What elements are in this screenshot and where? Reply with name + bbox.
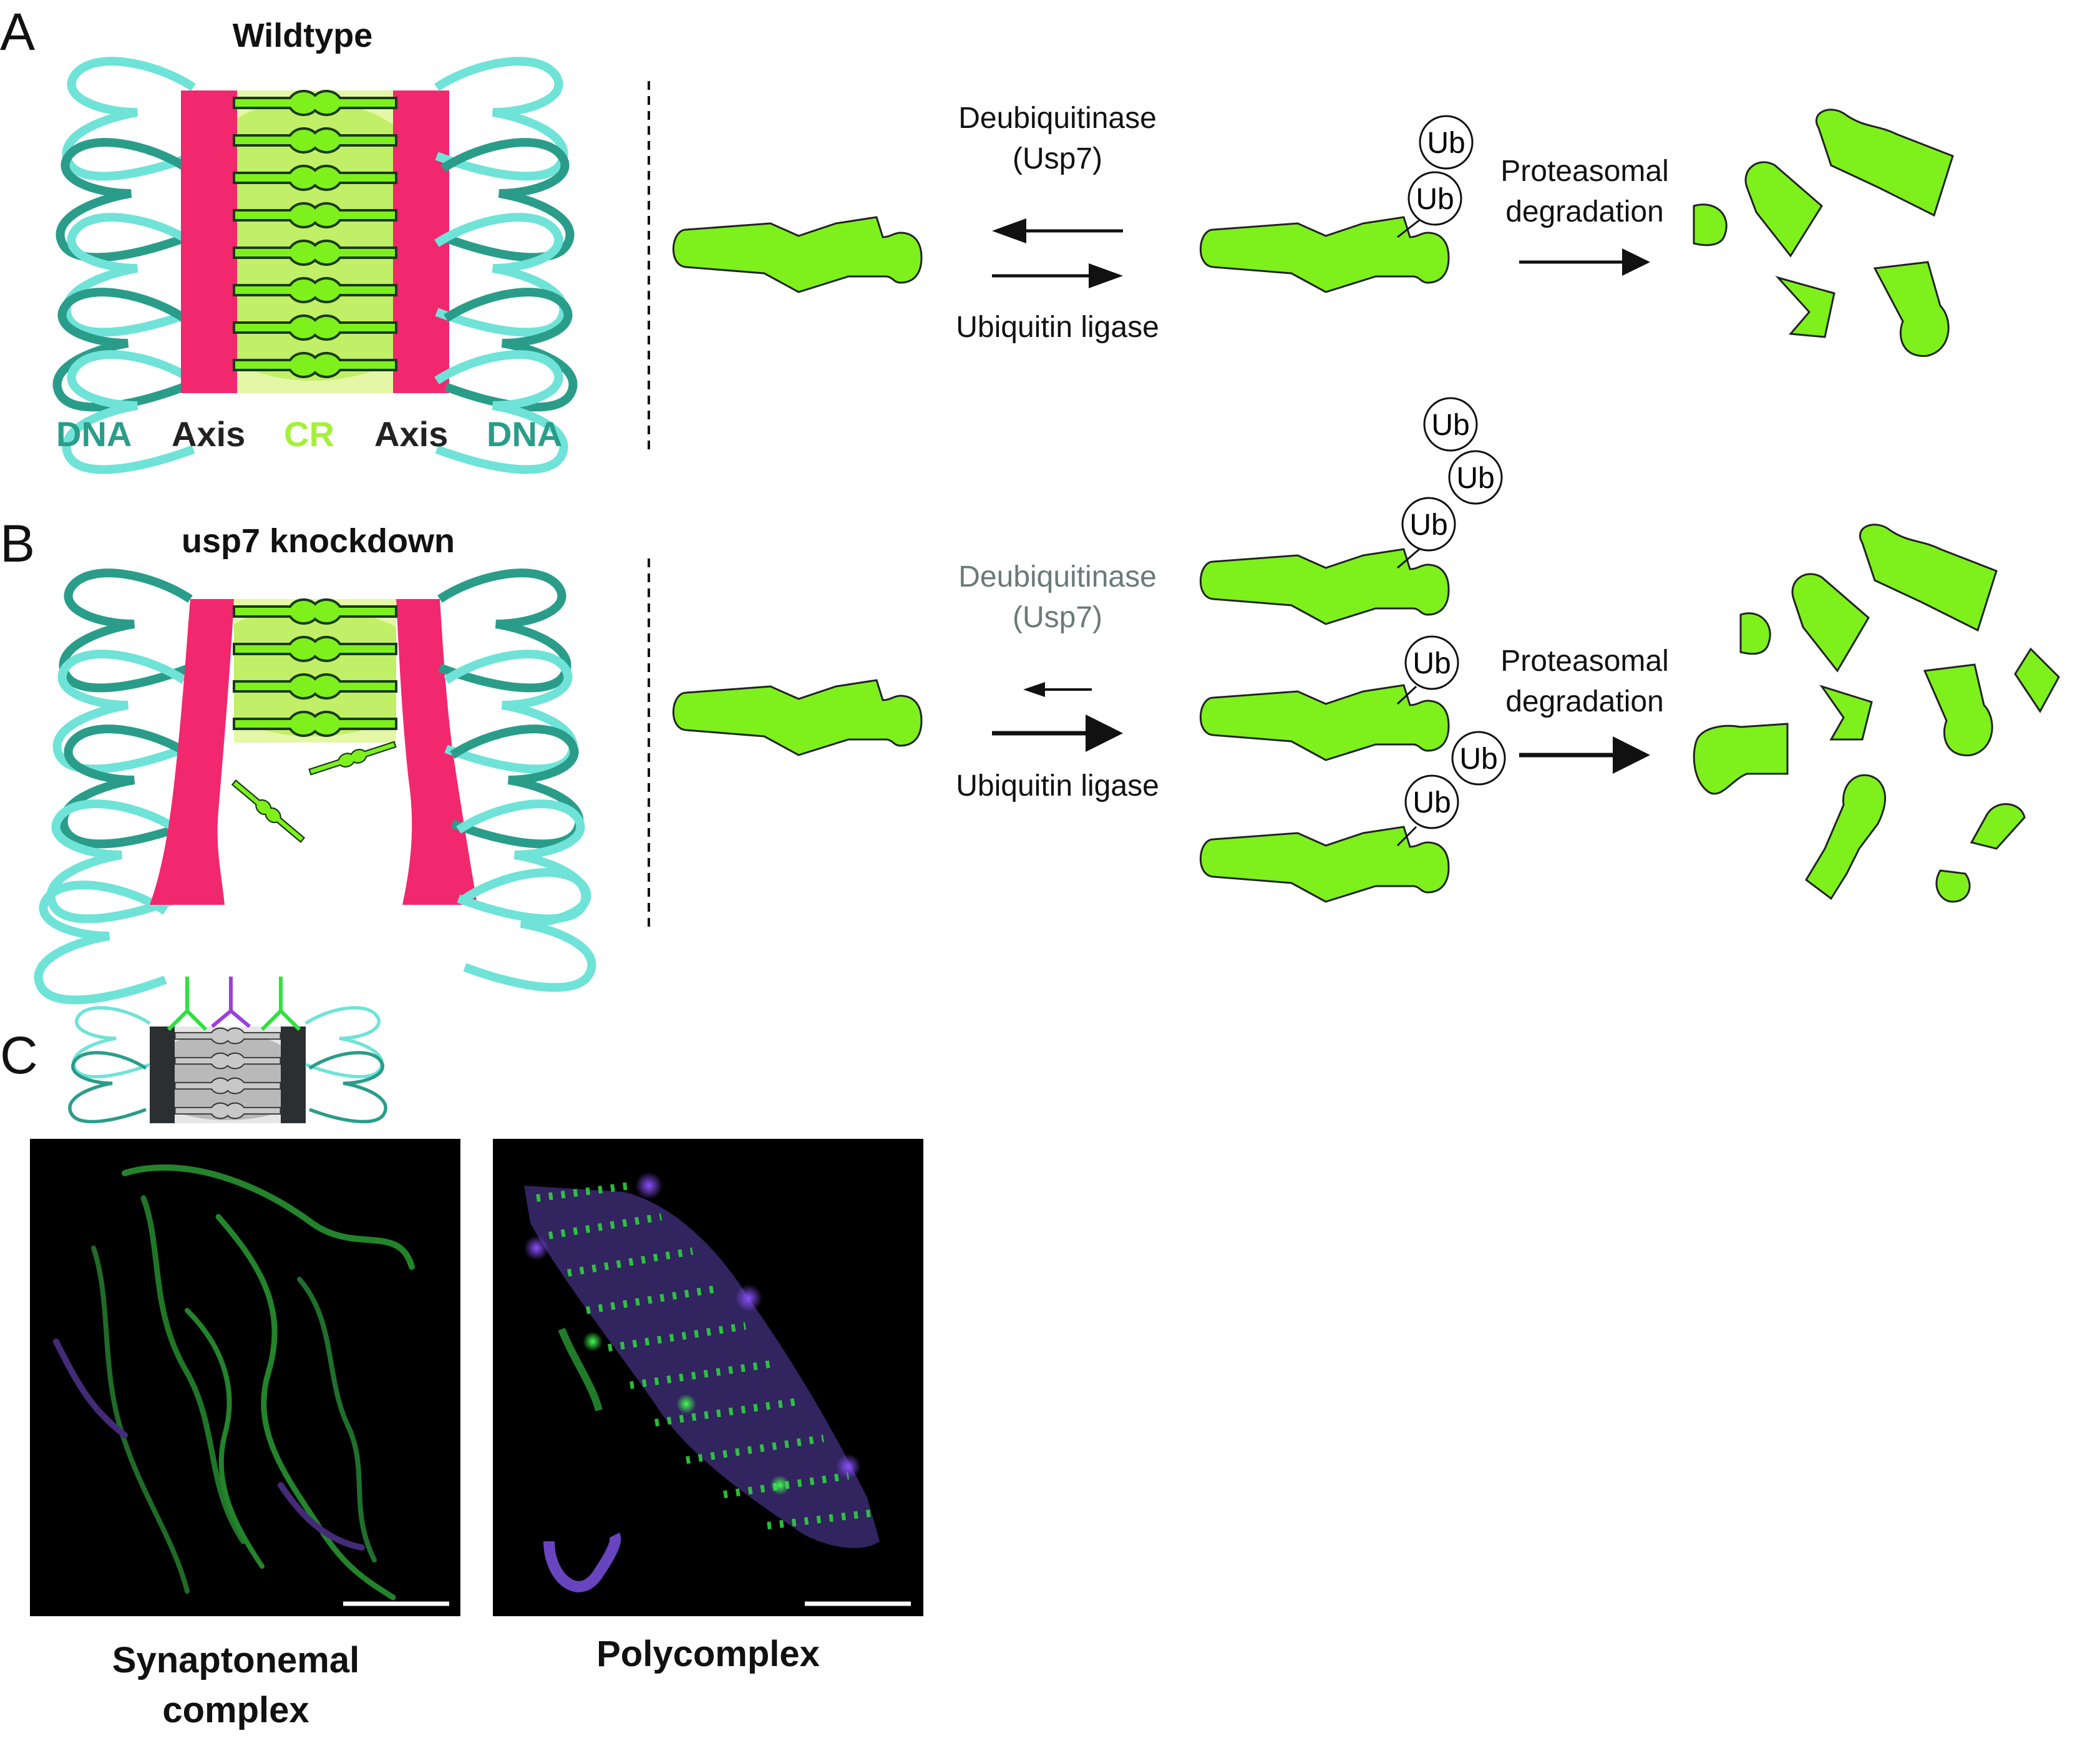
degradation-label-b-1: Proteasomal [1500,645,1668,678]
dna-loops-left-b [39,573,190,1000]
arrow-ligase-a [992,263,1123,288]
polycomplex-spots [524,1172,861,1495]
protein-ub-a [1199,216,1450,293]
axis-left [181,90,237,393]
arrow-degradation-b [1519,736,1650,774]
protein-ub-b-middle [1199,684,1450,761]
panel-letter-c: C [0,1026,38,1085]
axis-right [393,90,449,393]
protein-fragments-a [1693,109,1954,357]
caption-synaptonemal-1: Synaptonemal [112,1640,359,1680]
antibody-green-left [167,977,208,1032]
synaptonemal-complex-wildtype [57,61,573,469]
ub-chain-a: Ub Ub [1397,115,1474,238]
ub-chain-b-bottom: Ub Ub [1396,731,1506,847]
antibody-purple [211,977,251,1028]
panel-a: A Wildtype [0,2,1954,469]
antibody-green-right [260,977,301,1032]
enzyme-name-a: (Usp7) [1013,142,1102,175]
ub-tag: Ub [1416,183,1454,216]
dna-loops-right-b [440,573,591,987]
ub-tag: Ub [1459,743,1497,776]
caption-synaptonemal-2: complex [162,1690,309,1730]
protein-free-b [672,679,923,756]
ub-tag: Ub [1431,409,1469,442]
dna-loops-left [57,61,193,469]
arrow-deub-b [1023,682,1092,697]
enzyme-label-a: Deubiquitinase [958,102,1157,135]
protein-ub-b-bottom [1199,826,1450,903]
degradation-label-b-2: degradation [1505,685,1664,718]
antibody-schematic [70,977,386,1123]
synaptonemal-complex-knockdown [39,573,592,1000]
ligase-label-b: Ubiquitin ligase [956,769,1159,802]
ub-tag: Ub [1427,127,1465,160]
ub-tag: Ub [1456,462,1494,495]
degradation-label-a-2: degradation [1505,195,1664,228]
panel-b-title: usp7 knockdown [182,522,455,560]
panel-a-title: Wildtype [233,17,373,54]
label-axis-left: Axis [172,414,245,454]
label-dna-left: DNA [56,414,132,454]
label-dna-right: DNA [487,414,562,454]
enzyme-label-b: Deubiquitinase [958,560,1157,593]
dna-loops-right [437,61,573,469]
protein-fragments-b [1693,524,2060,903]
ub-tag: Ub [1409,509,1447,542]
protein-free-a [672,216,923,293]
protein-ub-b-top [1199,548,1450,625]
panel-letter-b: B [0,514,35,573]
ub-tag: Ub [1412,786,1451,819]
axis-left-b [150,599,234,905]
arrow-degradation-a [1519,248,1650,276]
label-cr: CR [284,414,334,454]
ligase-label-a: Ubiquitin ligase [956,311,1159,344]
panel-b: B usp7 knockdown [0,397,2060,1000]
caption-polycomplex: Polycomplex [596,1634,820,1674]
ub-chain-b-top: Ub Ub Ub [1397,397,1503,569]
micrograph-polycomplex [493,1139,923,1616]
panel-c: C [0,977,923,1730]
arrow-deub-a [992,218,1123,243]
arrow-ligase-b [992,714,1123,752]
label-axis-right: Axis [374,414,448,454]
micrograph-synaptonemal-complex [30,1139,460,1616]
ub-chain-b-middle: Ub [1396,635,1459,705]
axis-labels: DNA Axis CR Axis DNA [56,414,562,454]
enzyme-name-b: (Usp7) [1013,601,1102,634]
ub-tag: Ub [1412,647,1451,680]
panel-letter-a: A [0,2,35,61]
degradation-label-a-1: Proteasomal [1500,155,1668,188]
